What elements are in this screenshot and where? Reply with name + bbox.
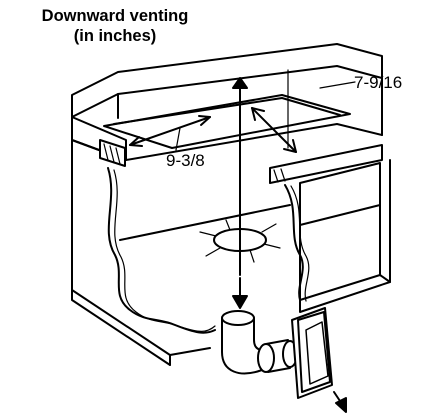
countertop	[71, 43, 383, 161]
exhaust-arrow	[333, 391, 347, 413]
duct-flow-arrow	[232, 277, 248, 309]
width-dimension-line	[129, 115, 211, 151]
cabinet-body	[71, 139, 291, 366]
depth-dimension-line	[251, 69, 356, 153]
center-axis-arrow	[232, 77, 248, 276]
duct-elbow	[221, 310, 298, 375]
wall-cap	[291, 307, 333, 399]
countertop-edge-left	[99, 139, 126, 167]
width-dimension-label: 9-3/8	[166, 151, 205, 170]
diagram-title: Downward venting (in inches)	[0, 6, 230, 46]
title-line-2: (in inches)	[73, 27, 157, 45]
depth-dimension-label: 7-9/16	[354, 73, 403, 92]
title-line-1: Downward venting	[41, 7, 189, 25]
cabinet-door	[299, 159, 391, 313]
cutaway-edge-left	[107, 167, 216, 334]
countertop-edge-right	[269, 144, 383, 184]
cooktop-cutout	[103, 94, 351, 149]
